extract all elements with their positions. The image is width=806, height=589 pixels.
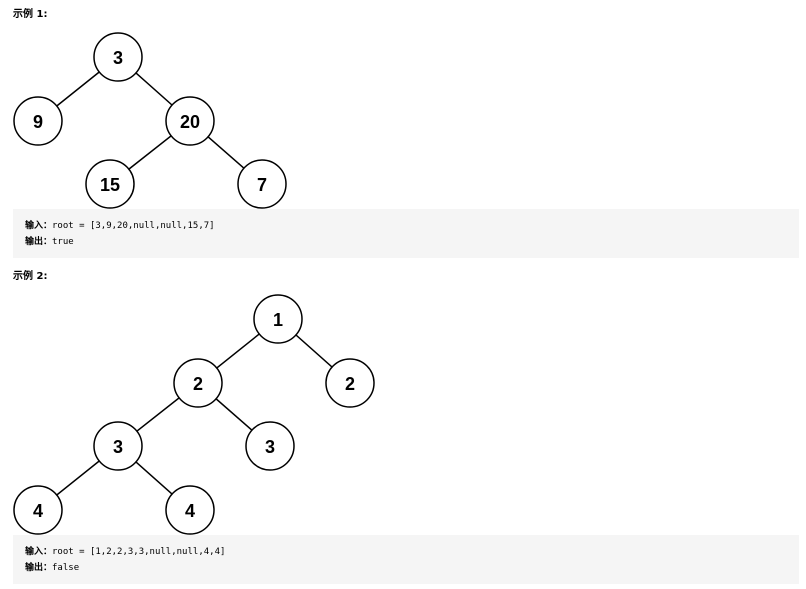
tree-2-node: 1	[253, 294, 303, 344]
example-2-code-block: 输入：root = [1,2,2,3,3,null,null,4,4] 输出：f…	[13, 535, 799, 584]
node-label: 9	[33, 112, 43, 132]
node-label: 3	[113, 437, 123, 457]
tree-1-node: 7	[237, 159, 287, 209]
output-line: 输出：true	[25, 234, 787, 250]
input-value: root = [1,2,2,3,3,null,null,4,4]	[52, 547, 226, 557]
input-line: 输入：root = [3,9,20,null,null,15,7]	[25, 218, 787, 234]
tree-2-edges	[37, 318, 351, 511]
example-2-title: 示例 2:	[13, 271, 48, 282]
node-label: 20	[180, 112, 200, 132]
tree-1-node: 3	[93, 32, 143, 82]
tree-1-node: 20	[165, 96, 215, 146]
tree-2-node: 2	[325, 358, 375, 408]
node-label: 4	[33, 501, 43, 521]
tree-1-edges	[37, 56, 263, 185]
node-label: 15	[100, 175, 120, 195]
tree-2-node: 2	[173, 358, 223, 408]
input-label: 输入：	[25, 547, 53, 557]
node-label: 1	[273, 310, 283, 330]
example-1-title: 示例 1:	[13, 9, 48, 20]
output-line: 输出：false	[25, 560, 787, 576]
node-label: 4	[185, 501, 195, 521]
tree-2-node: 4	[165, 485, 215, 535]
example-1-code-block: 输入：root = [3,9,20,null,null,15,7] 输出：tru…	[13, 209, 799, 258]
tree-2-node: 4	[13, 485, 63, 535]
input-value: root = [3,9,20,null,null,15,7]	[52, 221, 215, 231]
node-label: 2	[345, 374, 355, 394]
output-label: 输出：	[25, 237, 53, 247]
input-label: 输入：	[25, 221, 53, 231]
input-line: 输入：root = [1,2,2,3,3,null,null,4,4]	[25, 544, 787, 560]
node-label: 2	[193, 374, 203, 394]
tree-2-node: 3	[245, 421, 295, 471]
node-label: 3	[265, 437, 275, 457]
tree-1-node: 9	[13, 96, 63, 146]
tree-1-node: 15	[85, 159, 135, 209]
output-value: true	[52, 237, 74, 247]
node-label: 7	[257, 175, 267, 195]
tree-2-node: 3	[93, 421, 143, 471]
output-value: false	[52, 563, 80, 573]
output-label: 输出：	[25, 563, 53, 573]
node-label: 3	[113, 48, 123, 68]
